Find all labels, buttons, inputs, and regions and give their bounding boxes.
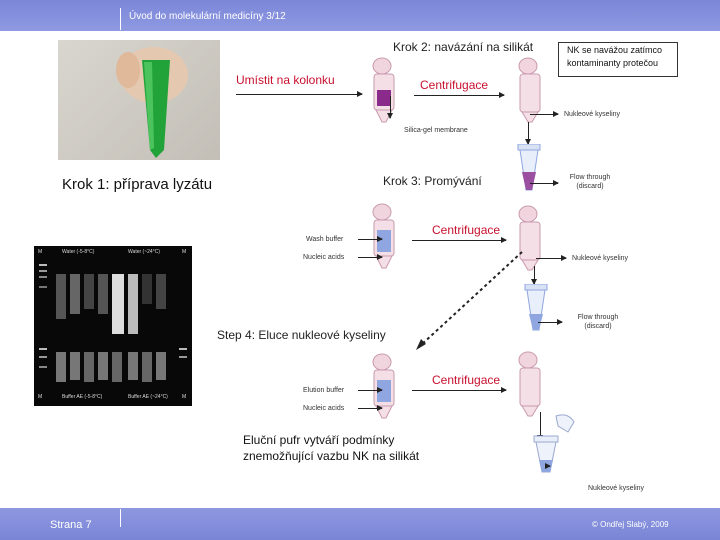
step3-title: Krok 3: Promývání <box>383 174 482 188</box>
elution-note-line2: znemožňující vazbu NK na silikát <box>243 448 419 464</box>
lysate-tube-image <box>58 40 220 160</box>
collection-tube-1 <box>514 144 544 192</box>
nucleic-acids-cz-2: Nukleové kyseliny <box>572 254 628 263</box>
nucleic-pointer-2 <box>358 257 382 258</box>
nucleic-acids-cz-1: Nukleové kyseliny <box>564 110 620 119</box>
elution-buffer-label: Elution buffer <box>303 386 344 395</box>
nucleic-pointer-1 <box>530 114 558 115</box>
page-number: Strana 7 <box>50 519 92 531</box>
column-step3 <box>366 200 406 270</box>
flow-through-1-line1: Flow through <box>564 173 616 182</box>
slide-header: Úvod do molekulární medicíny 3/12 <box>0 0 720 31</box>
membrane-pointer <box>390 96 391 118</box>
down-arrow-1 <box>528 122 529 144</box>
gel-bottom-label-2: Buffer AE (~24°C) <box>128 394 168 400</box>
column-step4-spun <box>512 348 552 418</box>
elution-pointer <box>358 390 382 391</box>
nucleic-acids-cz-3: Nukleové kyseliny <box>588 484 644 493</box>
flow-through-2-line1: Flow through <box>570 313 626 322</box>
gel-top-marker-label: M <box>38 249 42 255</box>
lysate-photo <box>58 40 220 160</box>
gel-top-label-2: Water (~24°C) <box>128 249 160 255</box>
gel-top-marker-label-right: M <box>182 249 186 255</box>
column-step2 <box>366 54 406 124</box>
gel-bottom-label-1: Buffer AE (-5-8°C) <box>62 394 102 400</box>
gel-top-label-1: Water (-5-8°C) <box>62 249 94 255</box>
nucleic-acids-label-1: Nucleic acids <box>303 253 344 262</box>
eluate-tube <box>528 412 578 474</box>
step1-title: Krok 1: příprava lyzátu <box>62 176 212 193</box>
footer-divider <box>120 509 121 527</box>
centrifuge-arrow-1 <box>414 95 504 96</box>
nucleic-pointer-3 <box>536 258 566 259</box>
centrifuge-label-2: Centrifugace <box>432 223 500 237</box>
centrifuge-label-1: Centrifugace <box>420 78 488 92</box>
gel-bottom-marker-label: M <box>38 394 42 400</box>
column-step4 <box>366 350 406 420</box>
elution-note-line1: Eluční pufr vytváří podmínky <box>243 432 419 448</box>
step2-title: Krok 2: navázání na silikát <box>393 40 533 54</box>
flow-pointer-1 <box>530 183 558 184</box>
dotted-transfer-arrow <box>412 246 532 356</box>
header-divider <box>120 8 121 30</box>
gel-bands <box>34 256 192 406</box>
header-title: Úvod do molekulární medicíny 3/12 <box>129 11 286 22</box>
flow-through-2: Flow through (discard) <box>570 313 626 331</box>
step4-title: Step 4: Eluce nukleové kyseliny <box>217 328 386 342</box>
copyright: © Ondřej Slabý, 2009 <box>592 520 669 529</box>
apply-column-label: Umístit na kolonku <box>236 73 335 87</box>
flow-pointer-2 <box>538 322 562 323</box>
gel-image: M Water (-5-8°C) Water (~24°C) M M Buffe… <box>34 246 192 406</box>
binding-note: NK se navážou zatímco kontaminanty prote… <box>558 42 678 77</box>
down-arrow-2 <box>534 266 535 284</box>
wash-buffer-label: Wash buffer <box>306 235 343 244</box>
gel-bottom-marker-label-right: M <box>182 394 186 400</box>
centrifuge-label-3: Centrifugace <box>432 373 500 387</box>
nucleic-pointer-5 <box>548 466 550 467</box>
apply-arrow <box>236 94 362 95</box>
flow-through-1: Flow through (discard) <box>564 173 616 191</box>
flow-through-2-line2: (discard) <box>570 322 626 331</box>
centrifuge-arrow-2 <box>412 240 506 241</box>
flow-through-1-line2: (discard) <box>564 182 616 191</box>
nucleic-pointer-4 <box>358 408 382 409</box>
wash-pointer <box>358 239 382 240</box>
slide-footer: Strana 7 © Ondřej Slabý, 2009 <box>0 508 720 540</box>
nucleic-acids-label-2: Nucleic acids <box>303 404 344 413</box>
elution-note: Eluční pufr vytváří podmínky znemožňujíc… <box>243 432 419 464</box>
centrifuge-arrow-3 <box>412 390 506 391</box>
silica-membrane-label: Silica-gel membrane <box>404 126 468 135</box>
